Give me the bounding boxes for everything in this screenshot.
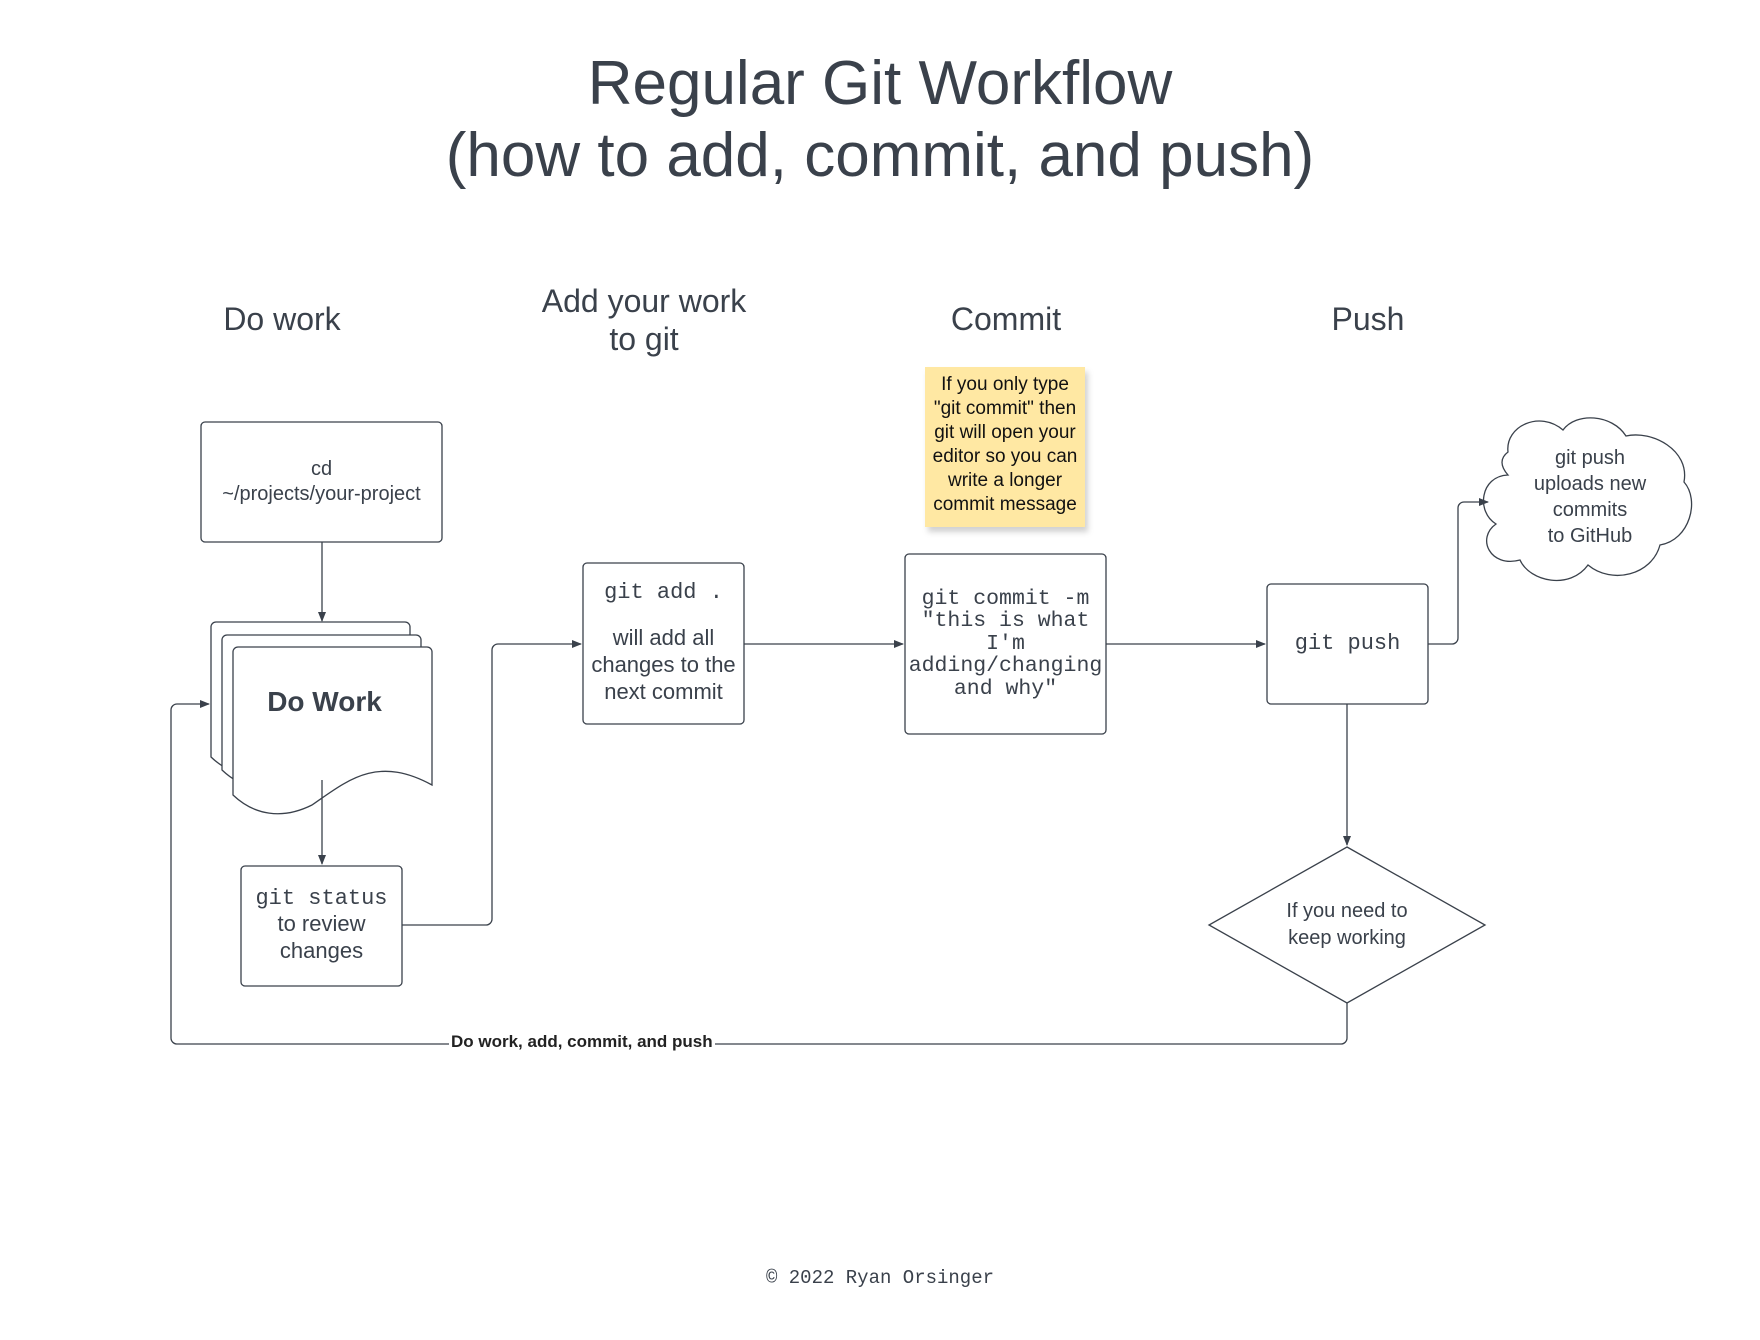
do-work-label: Do Work xyxy=(267,686,382,717)
github-cloud xyxy=(1482,417,1693,582)
column-heading-add-line1: Add your work xyxy=(541,283,747,319)
sticky-note xyxy=(925,367,1085,527)
git-status-desc-line2: changes xyxy=(279,938,364,963)
git-status-box xyxy=(240,865,403,987)
do-work-documents xyxy=(210,621,433,815)
cloud-line1: git push xyxy=(1554,447,1626,469)
git-add-desc-line1: will add all xyxy=(612,625,715,650)
sticky-line2: "git commit" then xyxy=(933,398,1077,419)
cloud-label: git push uploads new commits to GitHub xyxy=(1498,432,1682,562)
git-add-label: git add . will add all changes to the ne… xyxy=(583,563,744,724)
column-heading-push: Push xyxy=(1331,301,1405,337)
git-add-desc-line3: next commit xyxy=(604,679,723,704)
git-commit-line3: I'm xyxy=(986,631,1025,656)
git-commit-line4: adding/changing xyxy=(908,654,1103,679)
git-commit-line1: git commit -m xyxy=(921,586,1090,611)
cloud-line2: uploads new xyxy=(1533,473,1647,495)
connector-loop-back xyxy=(170,700,1348,1045)
git-commit-line5: and why" xyxy=(953,676,1058,701)
sticky-line3: git will open your xyxy=(934,422,1076,443)
diagram-title-line2: (how to add, commit, and push) xyxy=(445,121,1315,190)
diagram-title-line1: Regular Git Workflow xyxy=(587,49,1173,118)
decision-line1: If you need to xyxy=(1286,900,1408,922)
git-add-command: git add . xyxy=(604,580,723,605)
decision-line2: keep working xyxy=(1288,927,1406,949)
sticky-line1: If you only type xyxy=(941,374,1069,395)
sticky-note-text: If you only type "git commit" then git w… xyxy=(925,373,1085,517)
sticky-line6: commit message xyxy=(933,494,1077,515)
cd-path: ~/projects/your-project xyxy=(222,483,421,505)
git-status-desc-line1: to review xyxy=(277,911,366,936)
cloud-line3: commits xyxy=(1552,499,1628,521)
git-status-label: git status to review changes xyxy=(241,866,402,986)
sticky-line5: write a longer xyxy=(947,470,1063,491)
column-heading-do-work: Do work xyxy=(223,301,341,337)
copyright-footer: © 2022 Ryan Orsinger xyxy=(765,1267,995,1289)
cloud-line4: to GitHub xyxy=(1547,525,1633,547)
git-commit-label: git commit -m "this is what I'm adding/c… xyxy=(905,554,1106,734)
git-status-command: git status xyxy=(255,886,388,911)
column-heading-commit: Commit xyxy=(950,301,1062,337)
git-commit-line2: "this is what xyxy=(921,609,1090,634)
connector-status-to-add xyxy=(402,640,582,926)
sticky-line4: editor so you can xyxy=(932,446,1078,467)
decision-label: If you need to keep working xyxy=(1247,880,1447,970)
git-push-label: git push xyxy=(1294,631,1401,656)
connector-push-to-cloud xyxy=(1428,498,1489,645)
loop-connector-label: Do work, add, commit, and push xyxy=(449,1031,715,1053)
column-heading-add-line2: to git xyxy=(609,321,679,357)
cd-command-label: cd ~/projects/your-project xyxy=(201,422,442,542)
git-add-desc-line2: changes to the xyxy=(591,652,736,677)
cd-command: cd xyxy=(310,458,333,480)
